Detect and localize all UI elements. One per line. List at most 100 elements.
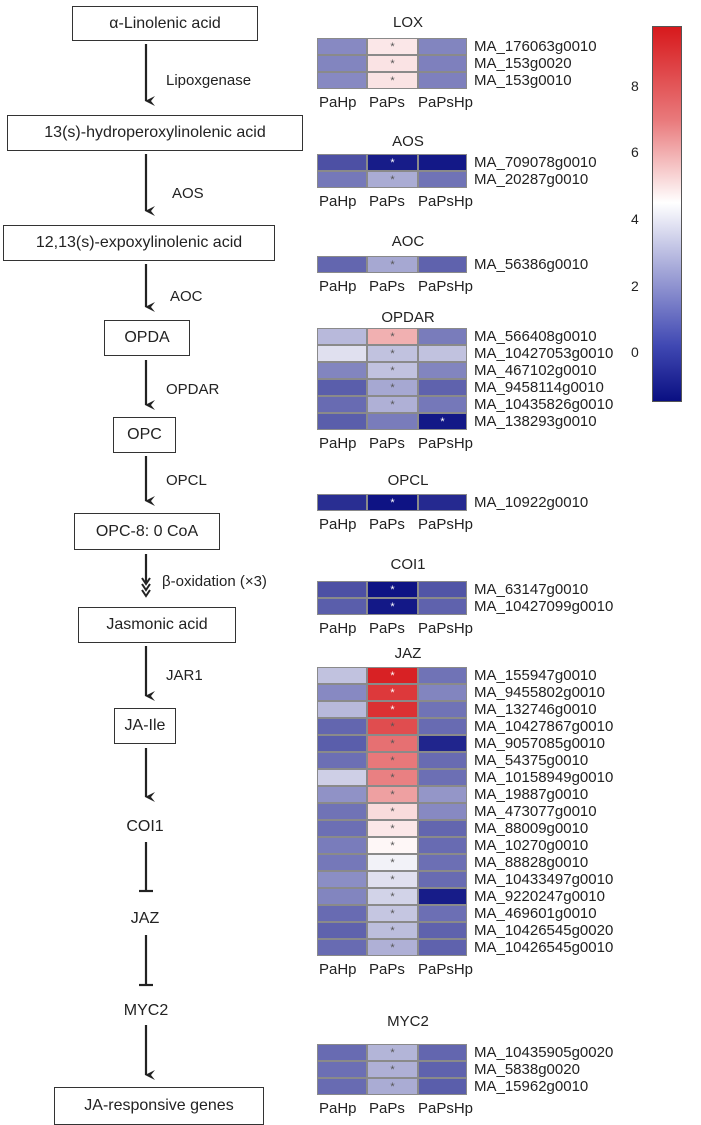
heatmap-cell (317, 769, 367, 786)
pathway-node-jasmonic-acid: Jasmonic acid (78, 607, 236, 643)
significance-star: * (367, 55, 418, 72)
column-label-papshp: PaPsHp (418, 278, 474, 295)
gene-label: MA_5838g0020 (474, 1061, 580, 1078)
heatmap-cell (418, 820, 467, 837)
heatmap-cell (317, 1044, 367, 1061)
heatmap-cell (418, 922, 467, 939)
heatmap-cell (317, 379, 367, 396)
heatmap-cell (418, 837, 467, 854)
gene-label: MA_63147g0010 (474, 581, 589, 598)
pathway-node-ja-responsive-genes: JA-responsive genes (54, 1087, 264, 1125)
gene-label: MA_19887g0010 (474, 786, 589, 803)
gene-label: MA_469601g0010 (474, 905, 597, 922)
gene-label: MA_10426545g0020 (474, 922, 614, 939)
heatmap-cell (418, 1044, 467, 1061)
pathway-node-opc: OPC (113, 417, 176, 453)
enzyme-label-lipoxgenase: Lipoxgenase (166, 72, 252, 89)
heatmap-cell (317, 72, 367, 89)
heatmap-cell (317, 256, 367, 273)
heatmap-cell (317, 154, 367, 171)
gene-label: MA_709078g0010 (474, 154, 597, 171)
gene-label: MA_10426545g0010 (474, 939, 614, 956)
gene-label: MA_10427867g0010 (474, 718, 614, 735)
pathway-node-opc-8-0-coa: OPC-8: 0 CoA (74, 513, 220, 550)
pathway-node-12-13-s-expoxylinolenic-acid: 12,13(s)-expoxylinolenic acid (3, 225, 275, 261)
significance-star: * (367, 379, 418, 396)
heatmap-cell (418, 171, 467, 188)
column-label-paps: PaPs (369, 278, 405, 295)
colorbar-tick-label: 4 (631, 210, 639, 227)
column-label-paps: PaPs (369, 961, 405, 978)
heatmap-title-aos: AOS (392, 133, 424, 150)
heatmap-cell (317, 905, 367, 922)
heatmap-cell (418, 701, 467, 718)
significance-star: * (367, 769, 418, 786)
pathway-node-linolenic-acid: α-Linolenic acid (72, 6, 258, 41)
heatmap-cell (418, 345, 467, 362)
pathway-edge-multi-arrow (141, 554, 151, 598)
column-label-papshp: PaPsHp (418, 620, 474, 637)
heatmap-cell (317, 820, 367, 837)
heatmap-cell (317, 667, 367, 684)
heatmap-cell (418, 905, 467, 922)
significance-star: * (367, 328, 418, 345)
column-label-papshp: PaPsHp (418, 435, 474, 452)
significance-star: * (367, 1061, 418, 1078)
significance-star: * (367, 345, 418, 362)
significance-star: * (367, 939, 418, 956)
heatmap-cell (317, 581, 367, 598)
heatmap-cell (367, 413, 418, 430)
heatmap-title-jaz: JAZ (394, 645, 422, 662)
column-label-pahp: PaHp (319, 435, 357, 452)
heatmap-cell (317, 55, 367, 72)
column-label-pahp: PaHp (319, 961, 357, 978)
colorbar-tick-label: 8 (631, 77, 639, 94)
significance-star: * (367, 735, 418, 752)
column-label-paps: PaPs (369, 620, 405, 637)
gene-label: MA_473077g0010 (474, 803, 597, 820)
heatmap-cell (317, 1061, 367, 1078)
heatmap-title-lox: LOX (392, 14, 423, 31)
significance-star: * (367, 684, 418, 701)
enzyme-label-aoc: AOC (170, 288, 203, 305)
enzyme-label-opdar: OPDAR (166, 381, 220, 398)
heatmap-cell (317, 701, 367, 718)
column-label-papshp: PaPsHp (418, 94, 474, 111)
significance-star: * (367, 1078, 418, 1095)
heatmap-cell (317, 171, 367, 188)
heatmap-cell (317, 837, 367, 854)
heatmap-cell (418, 786, 467, 803)
gene-label: MA_20287g0010 (474, 171, 589, 188)
significance-star: * (367, 494, 418, 511)
column-label-pahp: PaHp (319, 94, 357, 111)
gene-label: MA_56386g0010 (474, 256, 589, 273)
heatmap-cell (418, 598, 467, 615)
gene-label: MA_10433497g0010 (474, 871, 614, 888)
column-label-papshp: PaPsHp (418, 961, 474, 978)
significance-star: * (367, 667, 418, 684)
heatmap-cell (317, 413, 367, 430)
heatmap-cell (317, 598, 367, 615)
heatmap-cell (418, 735, 467, 752)
heatmap-cell (317, 888, 367, 905)
gene-label: MA_15962g0010 (474, 1078, 589, 1095)
heatmap-title-opdar: OPDAR (381, 309, 435, 326)
heatmap-cell (317, 684, 367, 701)
heatmap-title-myc2: MYC2 (387, 1013, 429, 1030)
significance-star: * (367, 154, 418, 171)
colorbar-tick-label: 6 (631, 144, 639, 161)
colorbar-tick-label: 0 (631, 344, 639, 361)
heatmap-cell (418, 769, 467, 786)
heatmap-cell (317, 362, 367, 379)
significance-star: * (367, 854, 418, 871)
heatmap-cell (317, 494, 367, 511)
heatmap-cell (317, 328, 367, 345)
heatmap-cell (317, 718, 367, 735)
significance-star: * (367, 718, 418, 735)
pathway-node-coi1: COI1 (126, 818, 164, 835)
significance-star: * (367, 1044, 418, 1061)
heatmap-cell (418, 72, 467, 89)
heatmap-cell (418, 154, 467, 171)
heatmap-cell (418, 581, 467, 598)
